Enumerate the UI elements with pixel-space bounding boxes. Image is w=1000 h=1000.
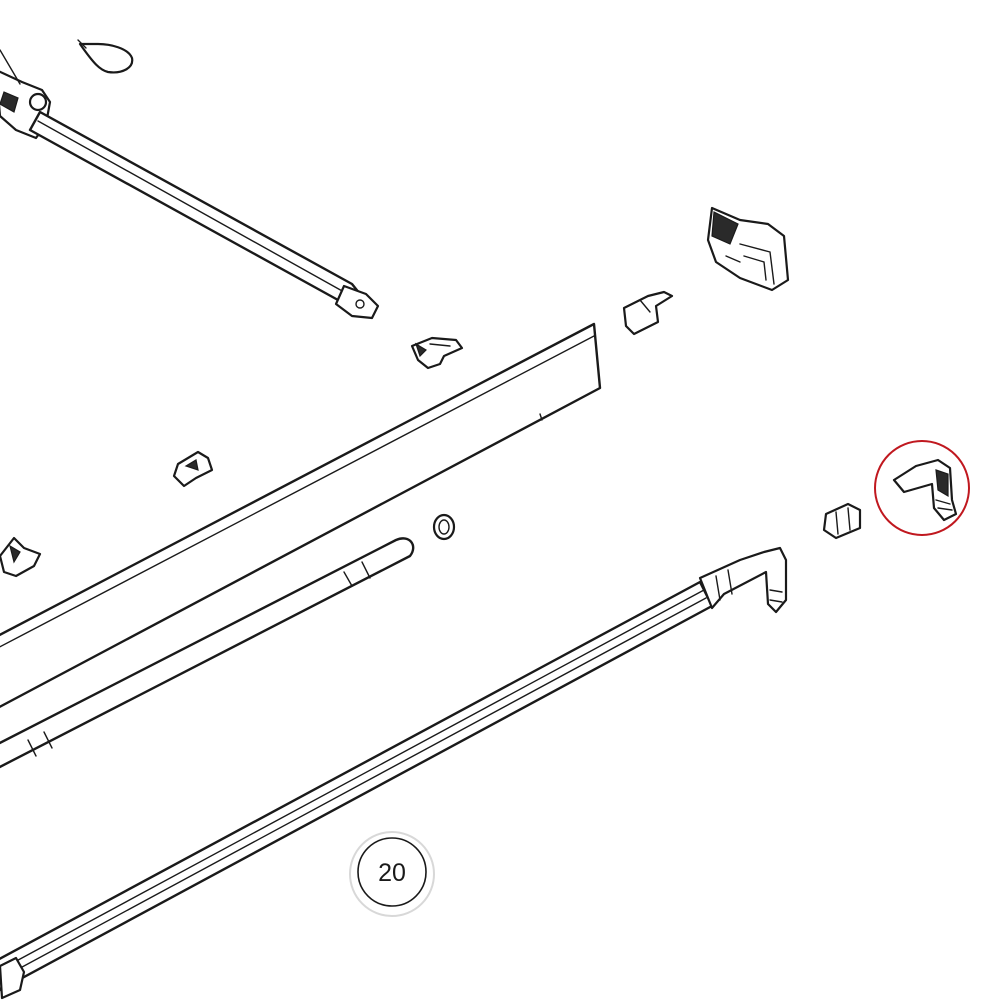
clip-part-b bbox=[172, 450, 214, 488]
end-cap-block bbox=[706, 206, 790, 292]
fabric-panel bbox=[0, 322, 602, 709]
end-plug bbox=[822, 502, 862, 540]
bushing bbox=[432, 513, 456, 541]
lead-rail bbox=[0, 546, 788, 1000]
roller-tube bbox=[0, 537, 415, 769]
upper-arm-tube bbox=[28, 110, 362, 302]
upper-arm bbox=[0, 39, 380, 320]
clip-part-a bbox=[410, 336, 464, 370]
callout-number: 20 bbox=[378, 859, 406, 887]
highlight-circle bbox=[874, 440, 970, 536]
lead-rail-end-fitting bbox=[698, 546, 788, 614]
highlighted-bracket-part bbox=[892, 458, 958, 522]
bracket-part bbox=[622, 290, 674, 336]
teardrop-cap bbox=[78, 42, 134, 74]
callout-number-bubble: 20 bbox=[349, 831, 435, 917]
clip-part-c bbox=[0, 536, 42, 578]
